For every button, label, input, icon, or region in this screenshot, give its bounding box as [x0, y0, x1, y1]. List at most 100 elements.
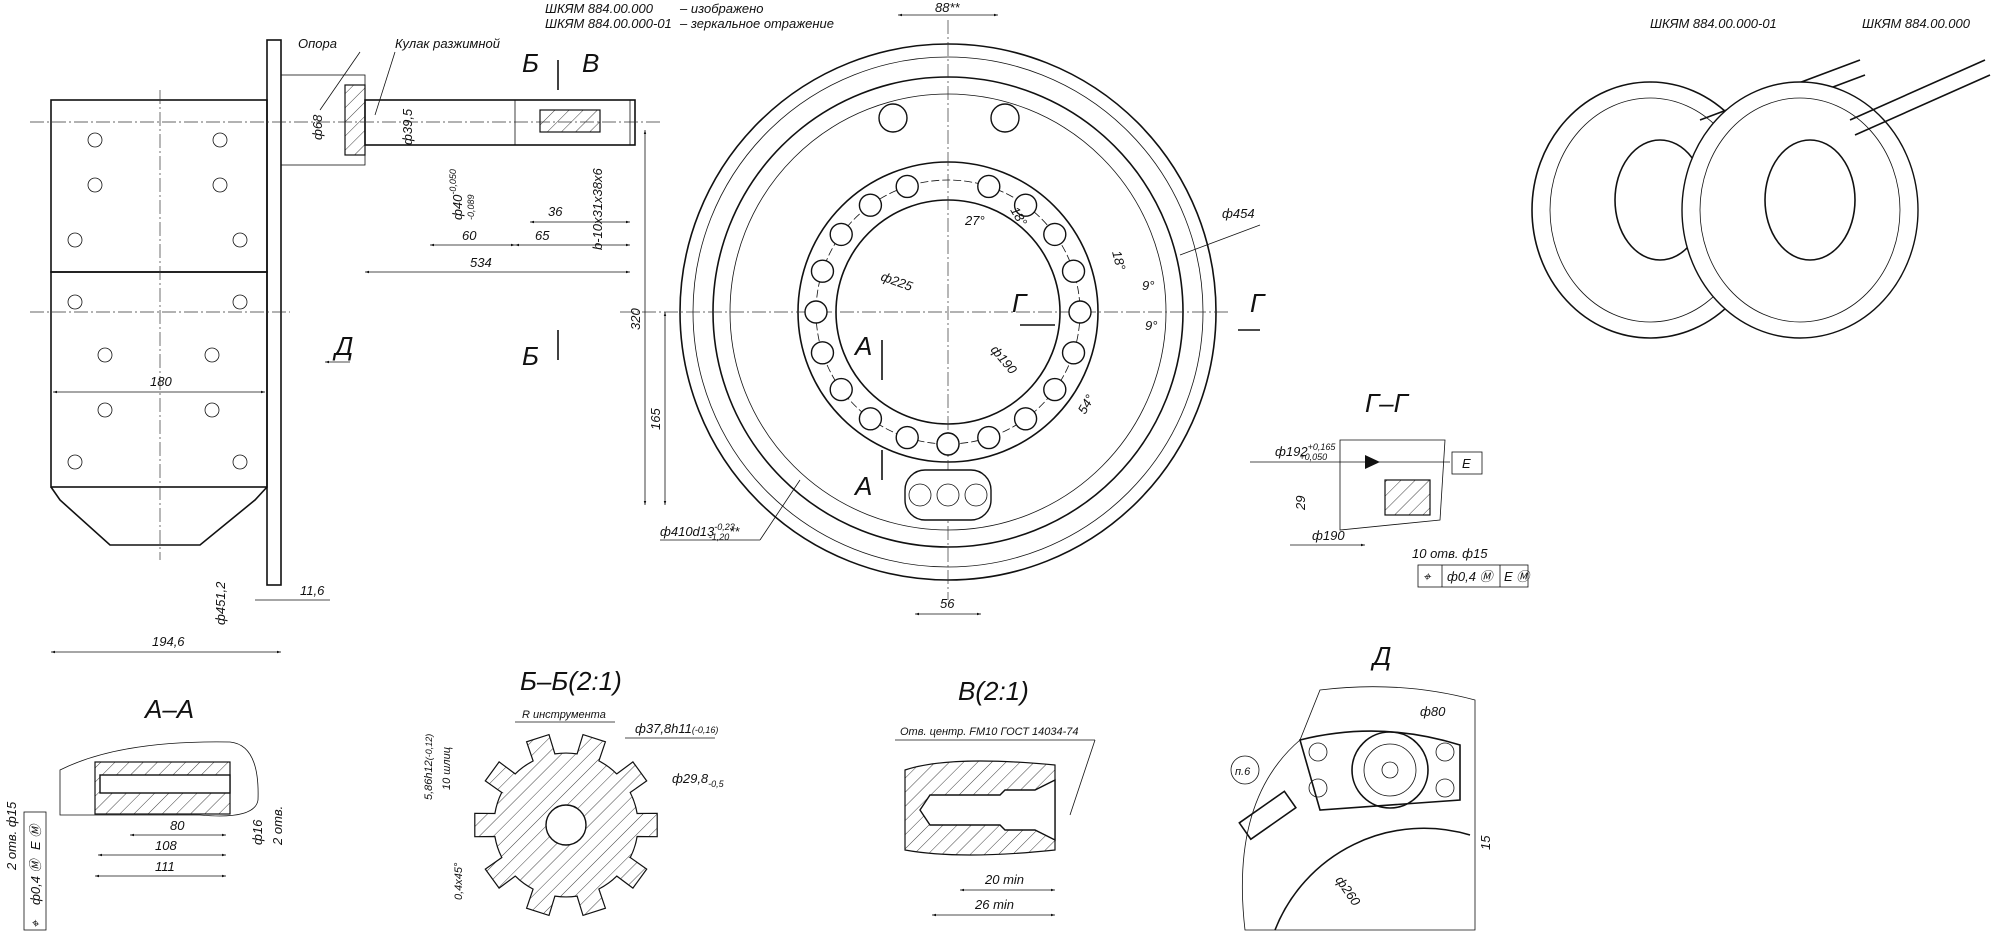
tolerance-frame-gg: ⌖ ф0,4 Ⓜ E Ⓜ: [1417, 564, 1531, 588]
svg-text:⌖: ⌖: [1423, 569, 1432, 584]
dim-d29-8: ф29,8-0,5: [672, 771, 725, 789]
bolt-hole: [1061, 341, 1086, 365]
dim-d190-gg: ф190: [1312, 528, 1345, 543]
spline-count: 10 шлиц: [441, 747, 453, 790]
angle-18-b: 18°: [1109, 249, 1129, 272]
section-bb-title: Б–Б(2:1): [520, 666, 622, 696]
dim-d410: ф410d13-0,23-1,20**: [660, 522, 740, 542]
dim-spline-width: 5,86h12(-0,12): [423, 734, 435, 800]
dim-534: 534: [470, 255, 492, 270]
detail-v-marker: В: [582, 48, 599, 78]
label-support: Опора: [298, 36, 337, 51]
label-cam: Кулак разжимной: [395, 36, 500, 51]
header-note-2: – зеркальное отражение: [679, 16, 834, 31]
dim-26-min: 26 min: [974, 897, 1014, 912]
side-view: Опора Кулак разжимной Б В Б Д ф68 ф39,5 …: [30, 36, 660, 654]
dim-29: 29: [1293, 496, 1308, 511]
support-section: [344, 84, 366, 156]
detail-v: В(2:1) Отв. центр. FM10 ГОСТ 14034-74 20…: [895, 676, 1096, 917]
section-bb: Б–Б(2:1) R инструмента ф37,8h11(-0,16) ф…: [423, 666, 725, 917]
dim-d225: ф225: [879, 269, 915, 294]
svg-text:ф0,4 Ⓜ: ф0,4 Ⓜ: [28, 857, 43, 905]
dim-d37-8: ф37,8h11(-0,16): [635, 721, 718, 736]
anchor-pin-block: [904, 469, 992, 521]
bolt-hole: [858, 193, 883, 217]
callout-bubble: [1230, 755, 1260, 785]
dim-36: 36: [548, 204, 563, 219]
spline-end: [514, 99, 631, 146]
section-a-marker-top: А: [853, 331, 872, 361]
angle-27: 27°: [964, 213, 985, 228]
section-aa-title: А–А: [143, 694, 194, 724]
label-r-tool: R инструмента: [522, 709, 606, 721]
detail-v-title: В(2:1): [958, 676, 1029, 706]
bolt-hole: [1013, 193, 1038, 217]
cam-roller-left: [878, 103, 908, 133]
nameplate: [1238, 790, 1297, 841]
bolt-hole: [977, 425, 1001, 450]
dim-111: 111: [155, 859, 175, 874]
angle-9-b: 9°: [1145, 318, 1157, 333]
cam-roller-right: [990, 103, 1020, 133]
dim-spline: b-10x31x38x6: [590, 168, 605, 250]
bolt-hole: [1068, 300, 1092, 324]
angle-9-a: 9°: [1142, 278, 1154, 293]
section-a-marker-bottom: А: [853, 471, 872, 501]
dim-d80-view: ф80: [1420, 704, 1446, 719]
dim-d39-5: ф39,5: [400, 108, 415, 145]
header-notes: ШКЯМ 884.00.000 – изображено ШКЯМ 884.00…: [545, 1, 834, 31]
bolt-hole: [810, 341, 835, 365]
callout-p6: п.6: [1235, 766, 1251, 778]
angle-54: 54°: [1075, 392, 1098, 417]
dim-56: 56: [940, 596, 955, 611]
bolt-hole: [829, 222, 853, 247]
header-note-1: – изображено: [679, 1, 764, 16]
lining-rivets: [67, 132, 248, 470]
dim-11-6: 11,6: [300, 583, 325, 598]
svg-text:ф0,4 Ⓜ: ф0,4 Ⓜ: [1447, 569, 1495, 584]
section-gg: Г–Г ф192+0,165+0,050 E 29 ф190 10 отв. ф…: [1250, 388, 1531, 588]
section-gg-title: Г–Г: [1365, 388, 1410, 418]
bolt-hole: [858, 407, 883, 431]
holes-right: 2 отв.: [270, 806, 285, 846]
holes-left: 2 отв. ф15: [4, 801, 19, 871]
dim-d16: ф16: [250, 819, 265, 845]
dim-chamfer: 0,4x45°: [453, 862, 465, 900]
dim-d40-tol-lower: -0,089: [466, 194, 476, 220]
center-hole-note: Отв. центр. FM10 ГОСТ 14034-74: [900, 726, 1079, 738]
bolt-holes: [804, 174, 1092, 456]
header-code-2: ШКЯМ 884.00.000-01: [545, 16, 672, 31]
section-g-marker-left: Г: [1012, 288, 1028, 318]
cam-shaft: [364, 99, 636, 146]
bolt-hole: [895, 174, 919, 199]
bolt-hole: [977, 174, 1001, 199]
flange-plate: [266, 39, 282, 586]
svg-text:⌖: ⌖: [28, 919, 43, 928]
holes-note: 10 отв. ф15: [1412, 546, 1488, 561]
bolt-hole: [1043, 377, 1067, 402]
brake-lining-upper: [50, 99, 268, 273]
bolt-hole: [1043, 222, 1067, 247]
section-g-marker-right: Г: [1250, 288, 1266, 318]
bolt-hole: [1061, 259, 1086, 283]
datum-e: E: [1462, 456, 1471, 471]
dim-15: 15: [1478, 835, 1493, 850]
dim-20-min: 20 min: [984, 872, 1024, 887]
bolt-hole: [829, 377, 853, 402]
shoe-bottom: [50, 486, 268, 546]
dim-d190: ф190: [988, 342, 1021, 377]
render-label-left: ШКЯМ 884.00.000-01: [1650, 16, 1777, 31]
dim-180: 180: [150, 374, 172, 389]
dim-d260: ф260: [1333, 873, 1364, 909]
svg-text:E Ⓜ: E Ⓜ: [28, 823, 43, 850]
bolt-hole: [810, 259, 835, 283]
tolerance-frame-aa: ⌖ ф0,4 Ⓜ E Ⓜ: [23, 811, 47, 931]
view-d: Д ф80 ф260 15 п.6: [1230, 641, 1493, 931]
dim-d192: ф192+0,165+0,050: [1275, 442, 1336, 462]
dim-165: 165: [648, 408, 663, 430]
section-aa: А–А 80 108 111 ф16 2 отв. 2 отв. ф15 ⌖ ф…: [4, 694, 285, 931]
dim-d451-2: ф451,2: [213, 581, 228, 625]
view-d-marker: Д: [332, 331, 353, 361]
bolt-hole: [936, 432, 960, 456]
